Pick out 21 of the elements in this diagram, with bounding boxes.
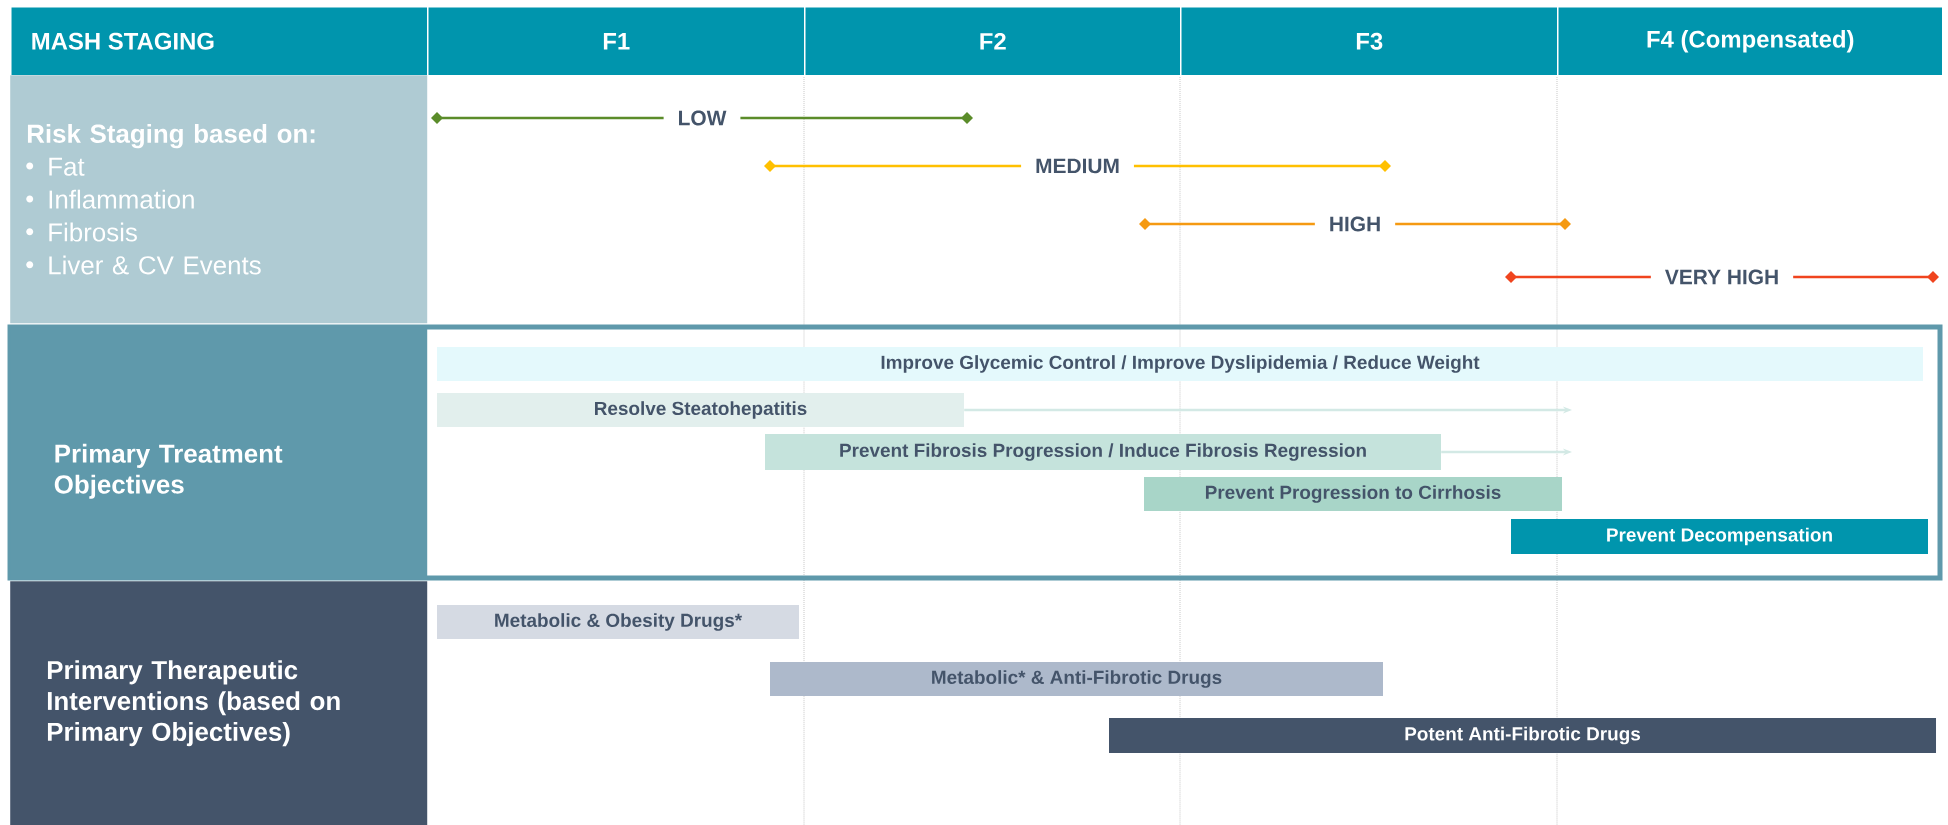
- risk-range-line: MEDIUM: [764, 155, 1391, 177]
- row-header-cell: Primary Therapeutic Interventions (based on Primary Objectives): [10, 581, 428, 825]
- risk-range-line: VERY HIGH: [1505, 266, 1939, 288]
- objective-bar: Prevent Progression to Cirrhosis: [1144, 477, 1562, 511]
- objective-bar: Prevent Fibrosis Progression / Induce Fibrosis Regression: [765, 434, 1441, 470]
- node-label: Primary Treatment Objectives: [54, 443, 283, 499]
- row-header-cell: Risk Staging based on: Fat Inflammation Fibrosis Liver & CV Events: [10, 75, 428, 324]
- risk-range-line: LOW: [431, 107, 973, 129]
- objective-bar: Potent Anti-Fibrotic Drugs: [1109, 718, 1936, 753]
- objective-bar: Metabolic & Obesity Drugs*: [437, 605, 799, 639]
- header-cell: MASH STAGING: [10, 6, 429, 77]
- row-header-cell: Primary Treatment Objectives: [10, 327, 428, 580]
- objective-bar: Metabolic* & Anti-Fibrotic Drugs: [770, 662, 1383, 696]
- objective-bar: Resolve Steatohepatitis: [437, 393, 964, 427]
- header-cell: F2: [804, 6, 1182, 77]
- risk-range-line: HIGH: [1139, 213, 1571, 235]
- objective-bar: Prevent Decompensation: [1511, 519, 1928, 554]
- objective-bar: Improve Glycemic Control / Improve Dyslipidemia / Reduce Weight: [437, 347, 1923, 381]
- header-cell: F3: [1180, 6, 1559, 77]
- header-cell: F1: [427, 6, 806, 77]
- header-cell: F4 (Compensated): [1557, 6, 1944, 77]
